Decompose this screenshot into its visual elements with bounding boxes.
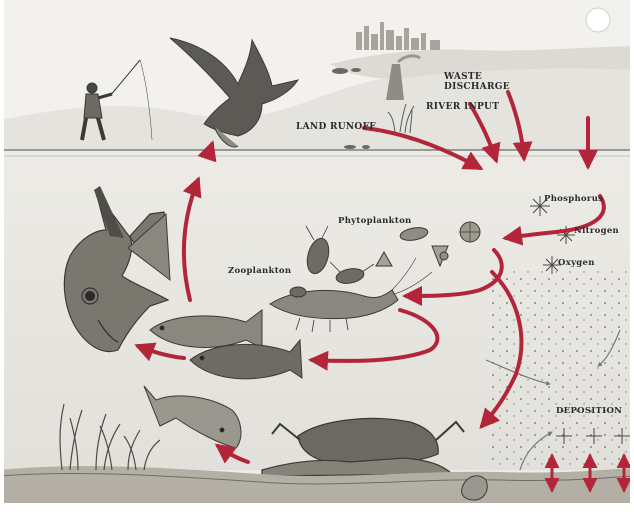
image-border-left	[0, 0, 4, 519]
image-border-right	[630, 0, 634, 519]
moon-icon	[586, 8, 610, 32]
land-runoff-label: LAND RUNOFF	[296, 122, 376, 132]
river-input-label: RIVER INPUT	[426, 102, 499, 112]
waste-discharge-label-line2: DISCHARGE	[444, 82, 510, 92]
waste-discharge-label: WASTE DISCHARGE	[444, 72, 510, 92]
zooplankton-label: Zooplankton	[228, 266, 291, 276]
oxygen-label: Oxygen	[558, 258, 595, 268]
phytoplankton-label: Phytoplankton	[338, 216, 412, 226]
deposition-label: DEPOSITION	[556, 406, 622, 416]
image-border-bottom	[0, 503, 634, 519]
nitrogen-label: Nitrogen	[574, 226, 619, 236]
osprey-uptake-arrow	[210, 144, 212, 150]
waste-discharge-label-line1: WASTE	[444, 72, 510, 82]
phosphorus-label: Phosphorus	[544, 194, 603, 204]
